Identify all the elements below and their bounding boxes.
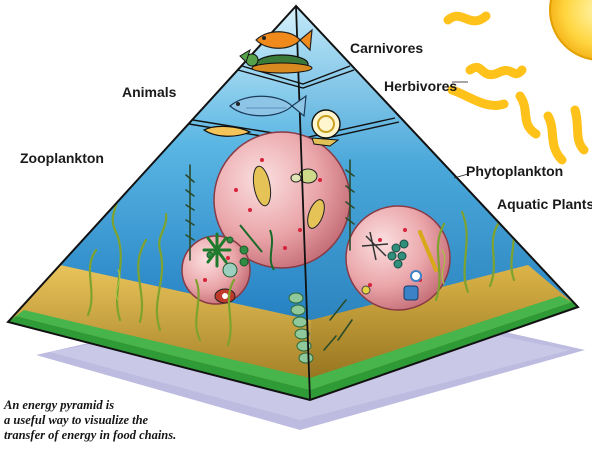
caption-line-3: transfer of energy in food chains. [4, 428, 334, 443]
caption: An energy pyramid is a useful way to vis… [4, 398, 334, 443]
label-herbivores: Herbivores [384, 78, 457, 94]
label-zooplankton: Zooplankton [20, 150, 104, 166]
label-phytoplankton: Phytoplankton [466, 163, 563, 179]
label-carnivores: Carnivores [350, 40, 423, 56]
snail-icon [312, 110, 340, 146]
caption-line-2: a useful way to visualize the [4, 413, 334, 428]
label-animals: Animals [122, 84, 176, 100]
caption-line-1: An energy pyramid is [4, 398, 334, 413]
asterionella-icon [204, 234, 230, 266]
sun-icon [448, 0, 592, 160]
label-aquatic-plants: Aquatic Plants [497, 196, 592, 212]
